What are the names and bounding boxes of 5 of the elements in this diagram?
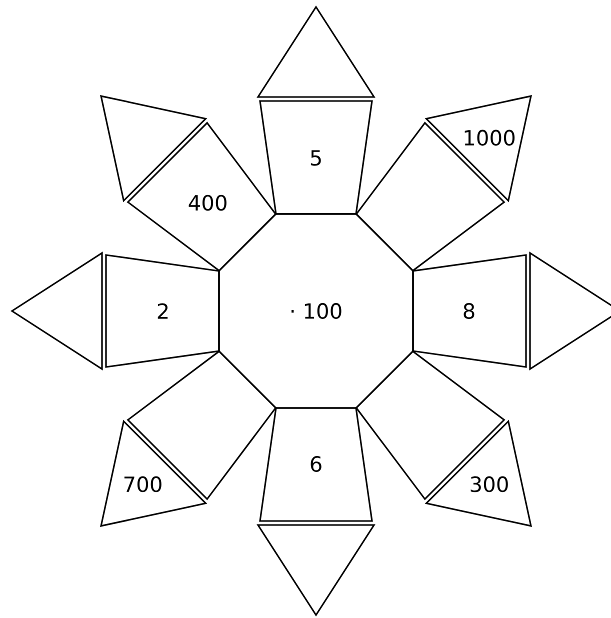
trapezoid-box: 6	[259, 407, 373, 522]
trapezoid-box: 2	[105, 254, 220, 368]
trapezoid-box: 8	[412, 254, 527, 368]
node-label: · 100	[292, 303, 342, 319]
trapezoid-box: 5	[259, 100, 373, 215]
